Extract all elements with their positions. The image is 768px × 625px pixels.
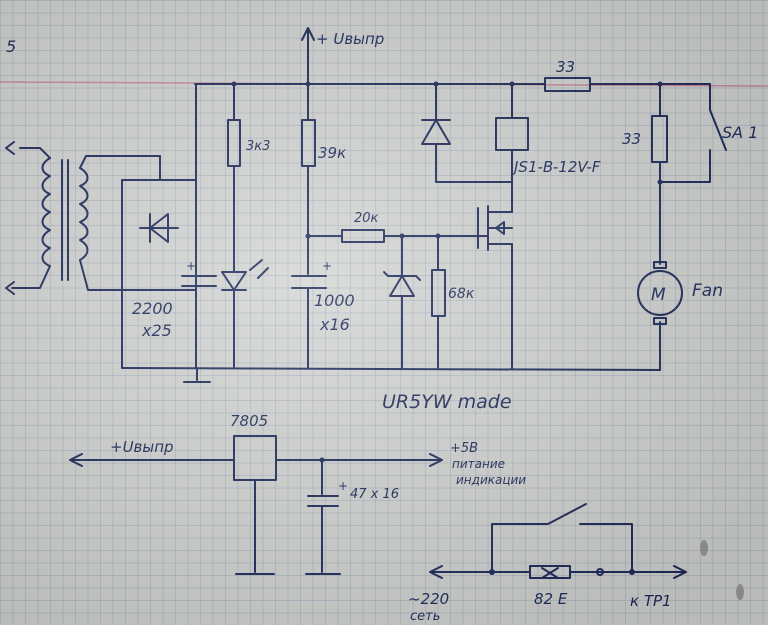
tp-label: к TP1 — [630, 592, 672, 610]
cap-47-label: 47 x 16 — [350, 487, 399, 502]
fuse-label: 82 E — [534, 590, 568, 608]
ground-symbol — [183, 367, 211, 383]
resistor-20k — [341, 229, 385, 243]
cap-2200-plus: + — [186, 259, 196, 273]
out-5v-sub2: индикации — [456, 473, 526, 487]
transformer-secondary-leads — [79, 155, 161, 291]
regulator-7805 — [233, 435, 277, 481]
capacitor-2200 — [181, 229, 217, 369]
resistor-3k3 — [227, 119, 241, 167]
regulator-label: 7805 — [230, 412, 268, 430]
terminal-circle — [596, 568, 604, 576]
mains-sub-label: сеть — [410, 609, 440, 624]
cap-2200-value: 2200 — [132, 299, 173, 318]
r39k-bottom-lead — [307, 165, 343, 237]
out-5v-label: +5B — [450, 441, 478, 456]
resistor-39k — [301, 119, 316, 167]
fuse-cross — [541, 567, 559, 579]
fuse-82e — [529, 565, 571, 579]
page-number: 5 — [6, 37, 16, 56]
r39k-label: 39к — [318, 144, 346, 162]
maker-signature: UR5YW made — [382, 391, 512, 413]
resistor-68k — [431, 269, 446, 317]
ground-rail — [121, 367, 661, 371]
relay-coil — [495, 117, 529, 151]
resistor-33-top — [544, 77, 591, 92]
mains-label: ~220 — [408, 590, 449, 608]
junction-dot — [629, 569, 635, 575]
out-5v-sub1: питание — [452, 457, 505, 471]
led-indicator — [221, 165, 247, 369]
ring-hole — [736, 584, 744, 600]
capacitor-1000 — [291, 235, 327, 369]
r3k3-label: 3к3 — [246, 139, 270, 154]
zener-diode — [383, 235, 421, 369]
cap-1000-value: 1000 — [314, 291, 355, 310]
cap-1000-voltage: x16 — [319, 315, 350, 334]
led-light-rays — [249, 259, 269, 279]
bypass-switch — [491, 503, 633, 573]
motor-terminal-bottom — [653, 317, 667, 325]
resistor-33-right — [651, 115, 668, 163]
junction-dot — [305, 81, 311, 87]
capacitor-47 — [305, 459, 341, 575]
motor-terminal-top — [653, 261, 667, 269]
junction-dot — [231, 81, 237, 87]
supply-arrow — [301, 27, 315, 85]
switch-sa1 — [659, 83, 727, 183]
r68k-label: 68к — [448, 286, 475, 302]
junction-dot — [657, 81, 663, 87]
bridge-leads — [121, 155, 161, 369]
vsupply-bottom-arrow — [69, 453, 235, 467]
junction-dot — [489, 569, 495, 575]
regulator-output — [275, 453, 443, 467]
r33-top-label: 33 — [556, 58, 575, 76]
relay-label: JS1-B-12V-F — [511, 158, 601, 176]
junction-dot — [319, 457, 325, 463]
cap-1000-plus: + — [322, 259, 332, 273]
sa1-label: SA 1 — [722, 123, 758, 142]
r20k-label: 20к — [354, 211, 379, 226]
fan-motor — [637, 270, 683, 316]
fan-label: Fan — [692, 281, 723, 301]
vsupply-top-label: + Uвыпр — [316, 30, 384, 48]
transformer-primary-leads — [5, 141, 51, 295]
motor-symbol-label: M — [651, 285, 666, 305]
transformer-secondary — [79, 167, 89, 261]
r33-right-label: 33 — [622, 130, 641, 148]
transformer-primary — [41, 157, 51, 267]
ring-hole — [700, 540, 708, 556]
junction-dot — [433, 81, 439, 87]
transformer-core — [61, 159, 69, 281]
cap-2200-voltage: x25 — [141, 321, 172, 340]
vsupply-bottom-label: +Uвыпр — [110, 438, 174, 456]
junction-dot — [509, 81, 515, 87]
regulator-ground — [235, 479, 275, 575]
mains-arrows — [429, 565, 687, 579]
mosfet-transistor — [477, 205, 513, 251]
cap-47-plus: + — [338, 479, 348, 493]
flyback-diode — [421, 83, 513, 183]
bridge-diode-symbol — [139, 213, 179, 243]
